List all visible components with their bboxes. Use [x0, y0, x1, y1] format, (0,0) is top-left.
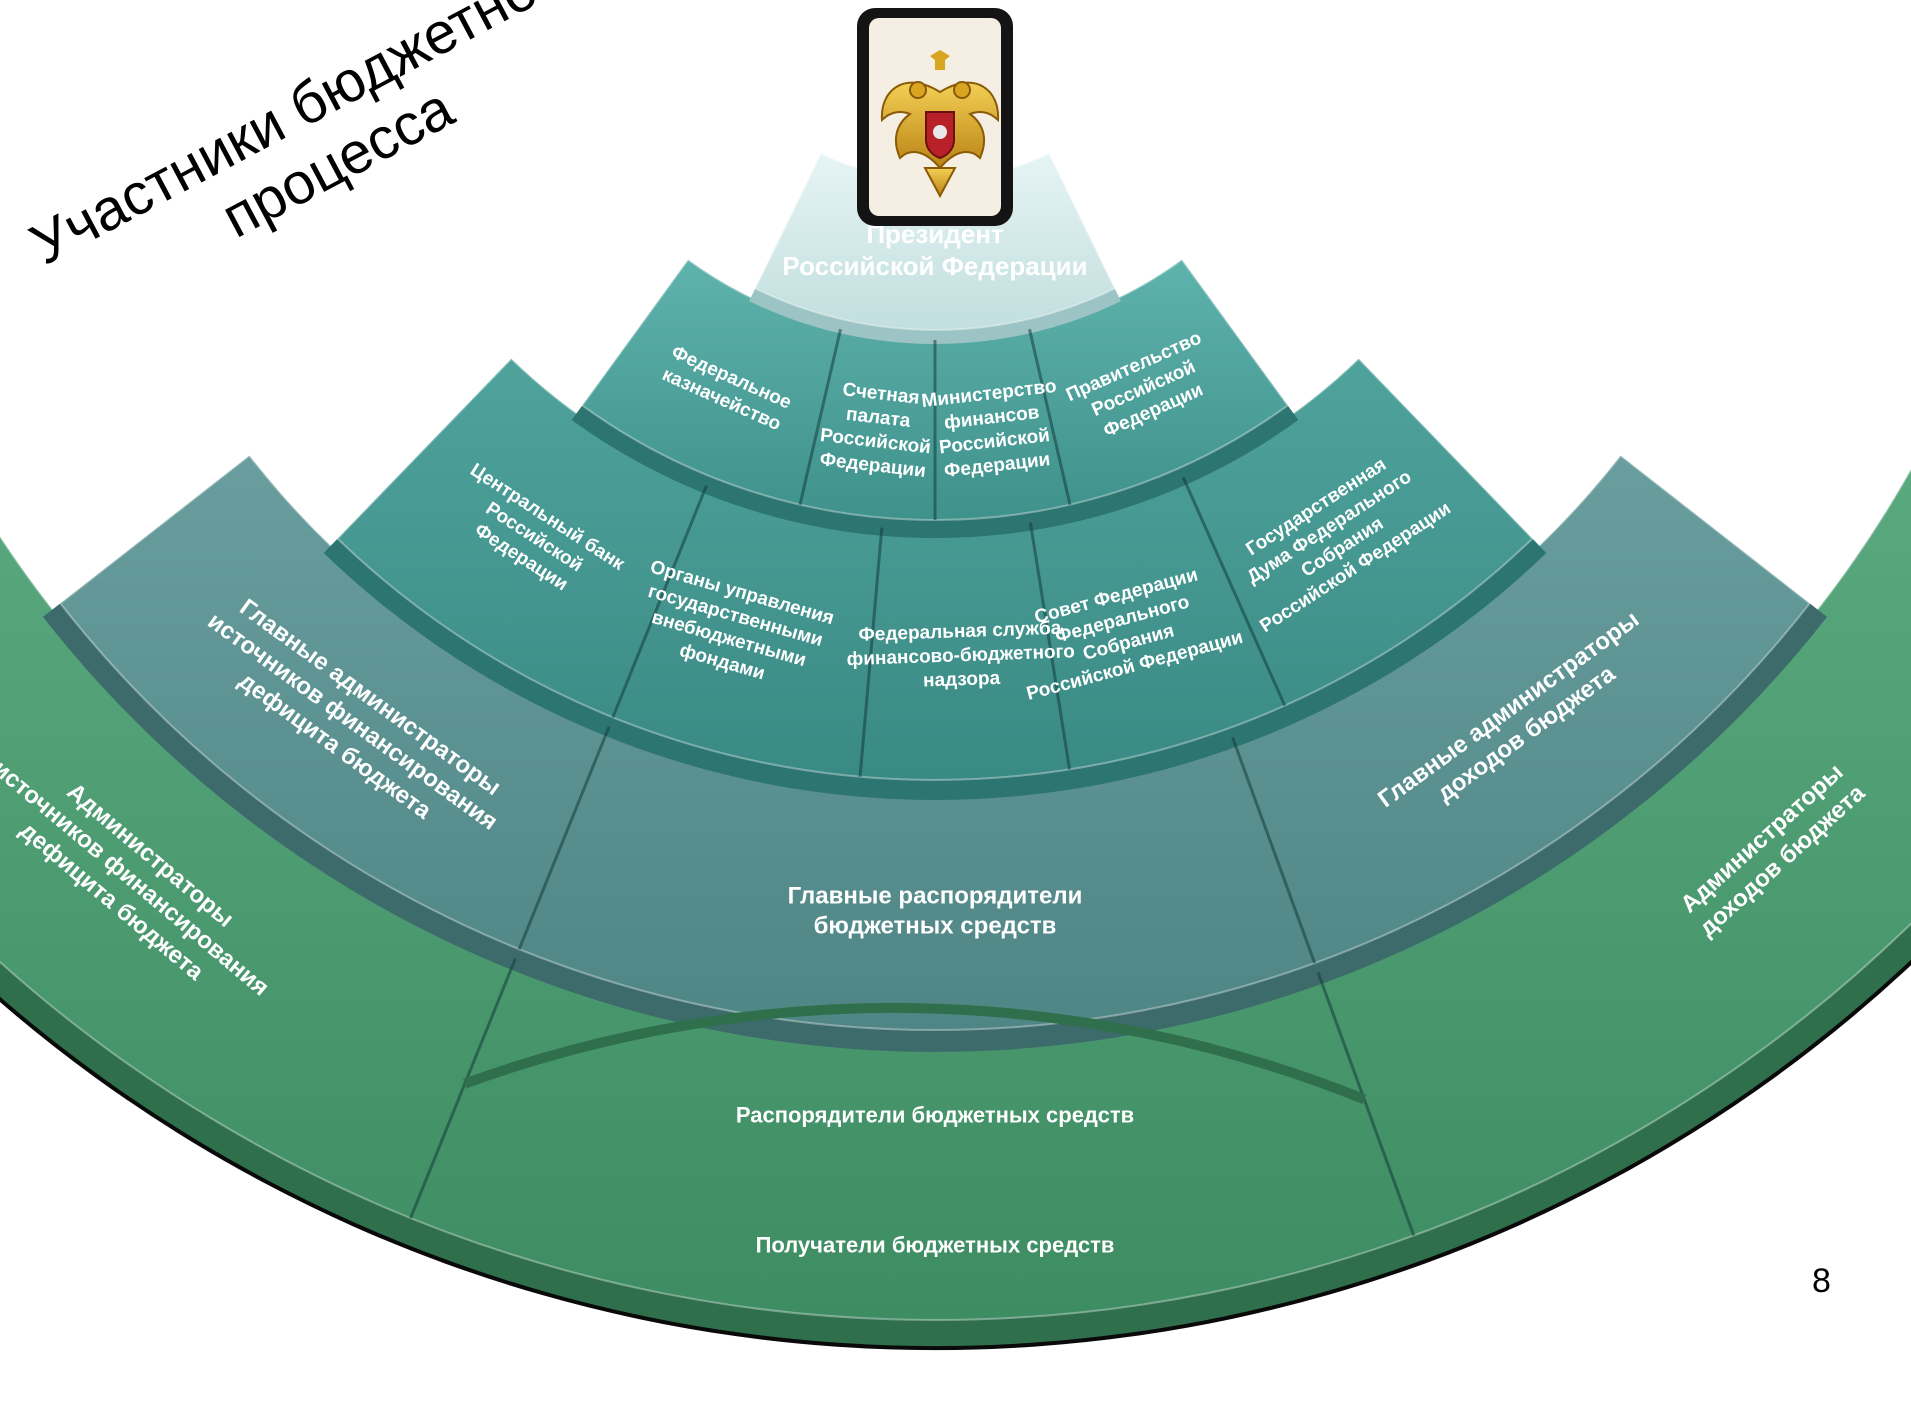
tier1-divider [1028, 328, 1072, 505]
tier2-divider [1181, 476, 1287, 707]
president-label-line: Российской Федерации [782, 251, 1087, 281]
tier1-divider [798, 328, 842, 505]
tier3-label-main-budget-managers-line: Главные распорядители [788, 882, 1083, 909]
tier2-label-budget-supervision-line: надзора [923, 668, 1001, 692]
page-number: 8 [1812, 1262, 1831, 1300]
russian-coat-of-arms-icon [857, 8, 1013, 226]
tier4-label-budget-recipients-line: Получатели бюджетных средств [756, 1233, 1115, 1258]
tier3-label-main-budget-managers: Главные распорядители бюджетных средств [788, 882, 1083, 939]
tier4-divider [1316, 971, 1416, 1237]
tier4-divider [409, 957, 517, 1219]
diagram-dividers [409, 328, 1416, 1237]
tier4-label-budget-managers: Распорядители бюджетных средств [736, 1103, 1134, 1128]
tier2-divider [858, 527, 884, 777]
tier2-divider [1028, 522, 1072, 770]
tier3-divider [1231, 737, 1317, 964]
tier4-inner-band [463, 1002, 1367, 1104]
tier2-divider [611, 485, 708, 718]
tier4-label-budget-managers-line: Распорядители бюджетных средств [736, 1103, 1134, 1128]
tier4-label-budget-recipients: Получатели бюджетных средств [756, 1233, 1115, 1258]
tier3-label-main-budget-managers-line: бюджетных средств [814, 912, 1057, 939]
tier3-divider [517, 726, 611, 950]
diagram-rings [0, 152, 1911, 1346]
